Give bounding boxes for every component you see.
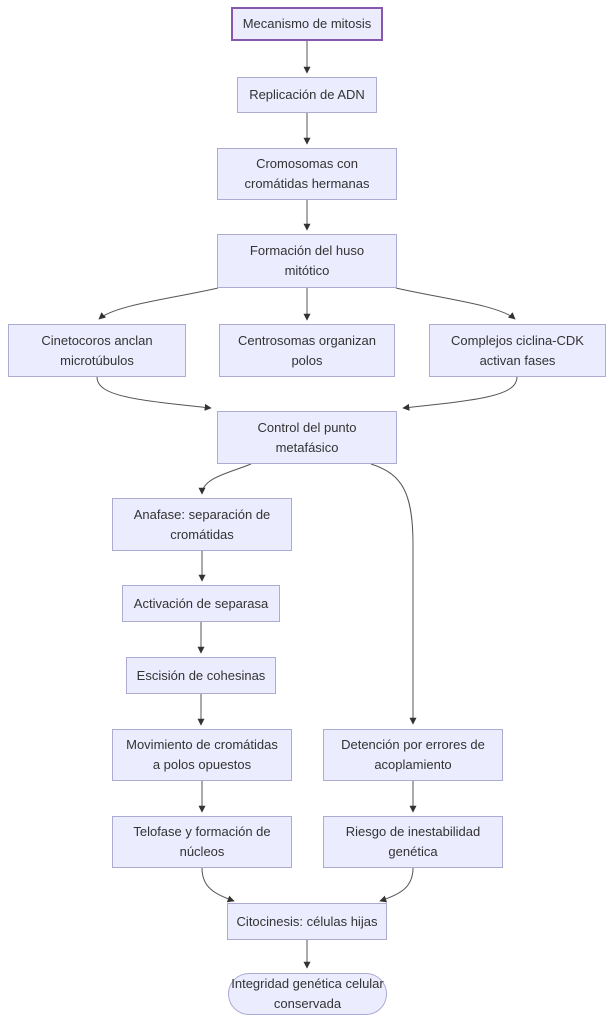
- node-label: Mecanismo de mitosis: [242, 16, 372, 31]
- edge-formacion-cinetocoros: [98, 287, 219, 320]
- node-telofase: Telofase y formación de núcleos: [112, 816, 292, 868]
- node-label: Integridad genética celular: [231, 976, 384, 991]
- node-label: Complejos ciclina-CDK: [451, 332, 584, 348]
- node-control: Control del punto metafásico: [217, 411, 397, 464]
- node-escision: Escisión de cohesinas: [126, 657, 276, 694]
- node-label: Formación del huso: [249, 243, 365, 258]
- node-label: Citocinesis: células hijas: [236, 913, 378, 929]
- node-label: Riesgo de inestabilidad: [345, 824, 481, 839]
- node-label: Replicación de ADN: [249, 87, 365, 102]
- node-label: genética: [388, 844, 438, 859]
- node-label: mitótico: [284, 263, 330, 278]
- node-label: Cromosomas con: [256, 156, 358, 171]
- node-detencion: Detención por errores de acoplamiento: [323, 729, 503, 781]
- node-label: activan fases: [479, 352, 556, 368]
- node-cinetocoros: Cinetocoros anclan microtúbulos: [8, 324, 186, 377]
- node-label: a polos opuestos: [152, 757, 252, 772]
- node-replicacion: Replicación de ADN: [237, 77, 377, 113]
- node-label: polos: [291, 352, 323, 368]
- edge-cinetocoros-control: [96, 376, 212, 411]
- node-anafase: Anafase: separación de cromátidas: [112, 498, 292, 551]
- node-complejos: Complejos ciclina-CDK activan fases: [429, 324, 606, 377]
- node-activacion: Activación de separasa: [122, 585, 280, 622]
- node-integridad: Integridad genética celular conservada: [228, 973, 387, 1015]
- node-label: Escisión de cohesinas: [136, 667, 266, 683]
- node-label: Activación de separasa: [133, 595, 269, 611]
- edge-complejos-control: [402, 376, 518, 411]
- node-formacion: Formación del huso mitótico: [217, 234, 397, 288]
- edge-control-anafase: [198, 463, 252, 495]
- node-label: Detención por errores de: [341, 737, 485, 752]
- node-label: cromátidas: [170, 526, 234, 542]
- node-label: microtúbulos: [60, 352, 134, 368]
- node-label: conservada: [273, 996, 342, 1011]
- node-label: Control del punto: [257, 419, 357, 435]
- edge-formacion-complejos: [395, 287, 516, 320]
- node-label: Cinetocoros anclan: [41, 332, 153, 348]
- node-centrosomas: Centrosomas organizan polos: [219, 324, 395, 377]
- edge-telofase-citocinesis: [201, 867, 235, 903]
- node-label: núcleos: [179, 844, 225, 859]
- node-label: Anafase: separación de: [133, 506, 271, 522]
- node-label: Centrosomas organizan: [237, 332, 377, 348]
- node-label: Telofase y formación de: [133, 824, 271, 839]
- edge-control-detencion: [370, 463, 417, 725]
- node-riesgo: Riesgo de inestabilidad genética: [323, 816, 503, 868]
- node-label: Movimiento de cromátidas: [126, 737, 278, 752]
- node-mecanismo: Mecanismo de mitosis: [231, 7, 383, 41]
- node-label: cromátidas hermanas: [244, 176, 370, 191]
- edge-riesgo-citocinesis: [379, 867, 414, 903]
- node-cromosomas: Cromosomas con cromátidas hermanas: [217, 148, 397, 200]
- node-movimiento: Movimiento de cromátidas a polos opuestos: [112, 729, 292, 781]
- node-citocinesis: Citocinesis: células hijas: [227, 903, 387, 940]
- node-label: metafásico: [275, 439, 339, 455]
- node-label: acoplamiento: [374, 757, 452, 772]
